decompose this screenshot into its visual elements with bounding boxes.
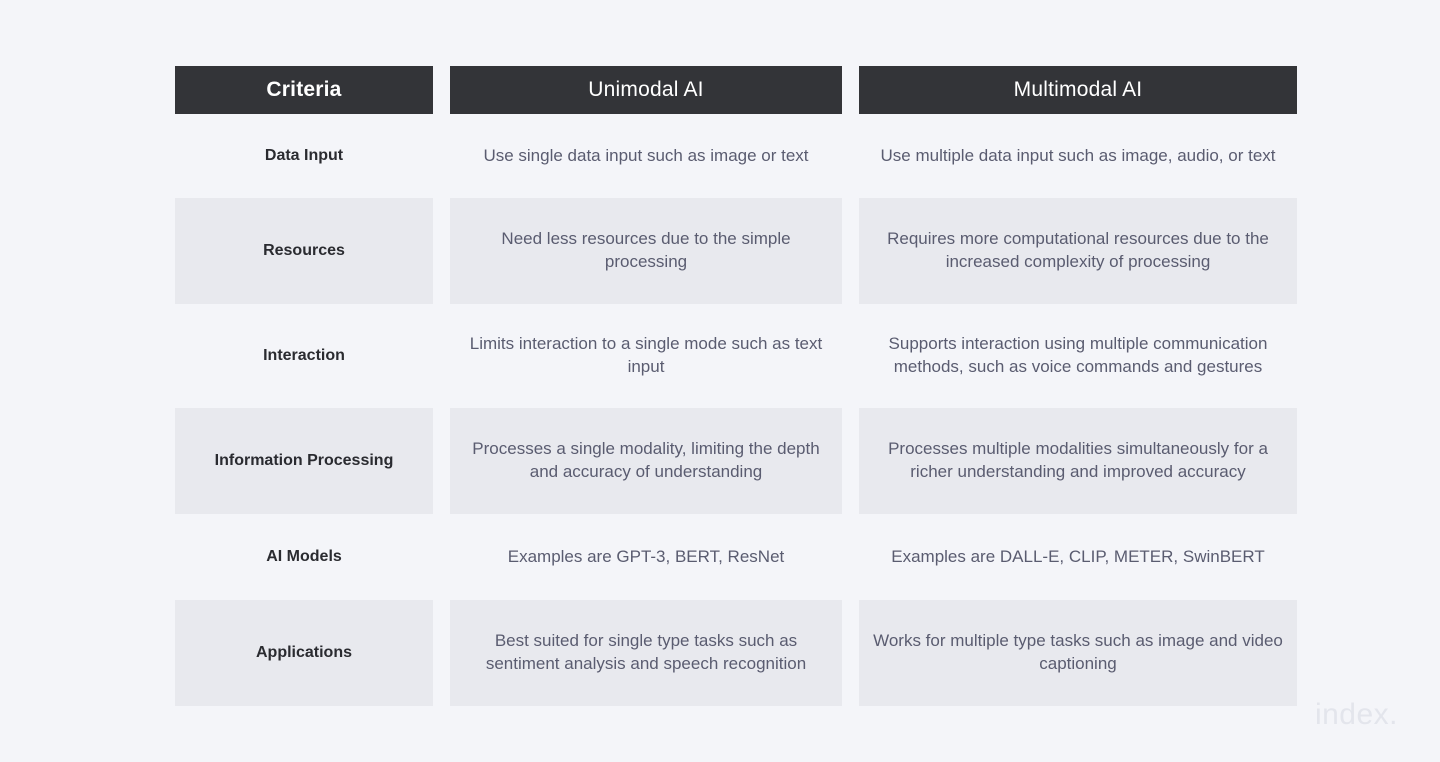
cell-criteria: AI Models [266, 547, 342, 565]
header-row: Criteria Unimodal AI Multimodal AI [175, 66, 1297, 114]
cell-multimodal: Examples are DALL-E, CLIP, METER, SwinBE… [891, 546, 1265, 566]
column-header-multimodal: Multimodal AI [859, 66, 1297, 114]
table-row: Data Input Use single data input such as… [175, 114, 1297, 198]
cell-multimodal: Supports interaction using multiple comm… [888, 334, 1268, 376]
table-row: Information Processing Processes a singl… [175, 408, 1297, 514]
watermark-index: index. [1314, 698, 1398, 731]
cell-criteria: Applications [175, 600, 433, 706]
cell-criteria: Interaction [263, 346, 345, 364]
cell-multimodal: Processes multiple modalities simultaneo… [859, 408, 1297, 514]
cell-multimodal: Requires more computational resources du… [859, 198, 1297, 304]
table-row: Interaction Limits interaction to a sing… [175, 304, 1297, 408]
table-row: AI Models Examples are GPT-3, BERT, ResN… [175, 514, 1297, 600]
cell-unimodal: Limits interaction to a single mode such… [469, 334, 823, 376]
table-row: Resources Need less resources due to the… [175, 198, 1297, 304]
cell-unimodal: Use single data input such as image or t… [483, 145, 809, 165]
table-header: Criteria Unimodal AI Multimodal AI [175, 66, 1297, 114]
cell-unimodal: Best suited for single type tasks such a… [450, 600, 842, 706]
cell-multimodal: Use multiple data input such as image, a… [880, 145, 1276, 165]
cell-criteria: Resources [175, 198, 433, 304]
cell-criteria: Data Input [264, 146, 344, 164]
cell-criteria: Information Processing [175, 408, 433, 514]
column-header-criteria: Criteria [175, 66, 433, 114]
cell-multimodal: Works for multiple type tasks such as im… [859, 600, 1297, 706]
cell-unimodal: Processes a single modality, limiting th… [450, 408, 842, 514]
table-body: Data Input Use single data input such as… [175, 114, 1297, 706]
cell-unimodal: Need less resources due to the simple pr… [450, 198, 842, 304]
table-row: Applications Best suited for single type… [175, 600, 1297, 706]
cell-unimodal: Examples are GPT-3, BERT, ResNet [507, 546, 785, 566]
comparison-table: Criteria Unimodal AI Multimodal AI Data … [158, 66, 1314, 706]
column-header-unimodal: Unimodal AI [450, 66, 842, 114]
